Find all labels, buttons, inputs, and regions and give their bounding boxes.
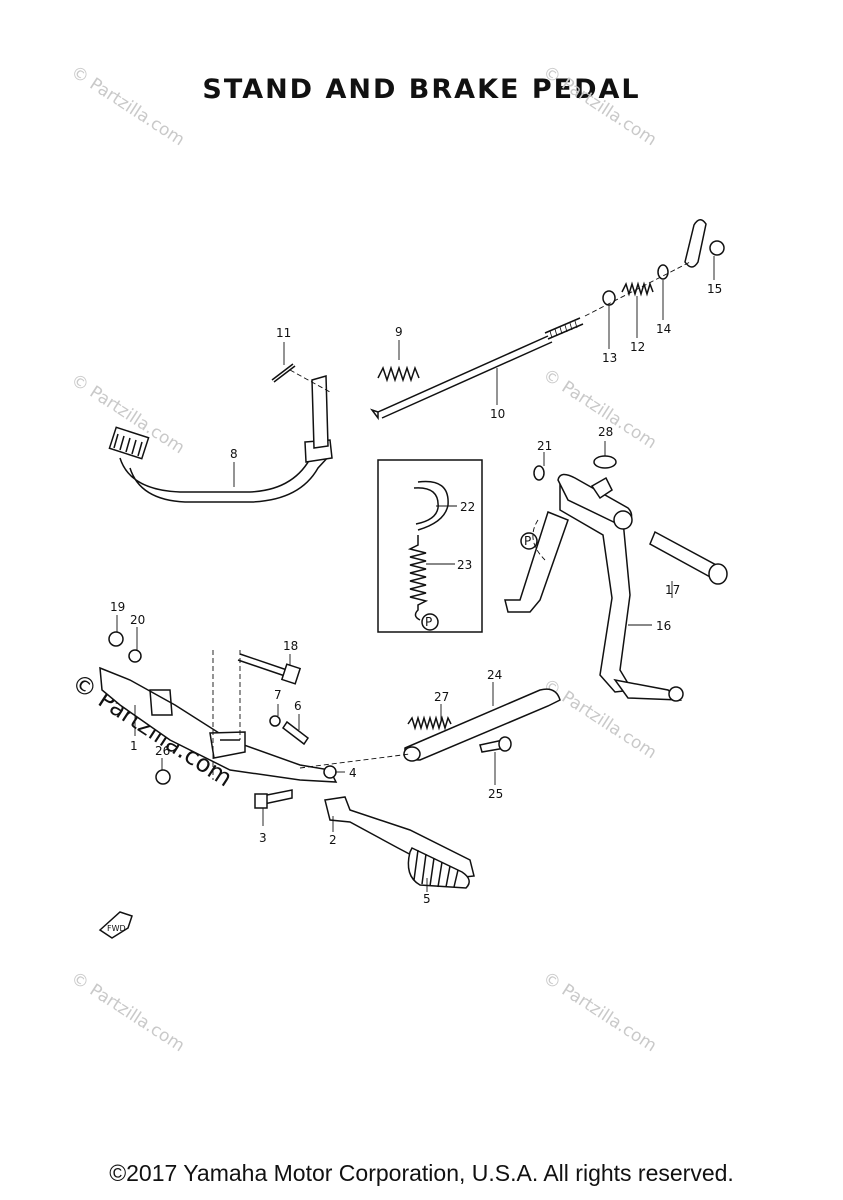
circlip	[533, 465, 545, 481]
callout-14: 14	[656, 322, 671, 336]
copyright-footer: ©2017 Yamaha Motor Corporation, U.S.A. A…	[109, 1160, 734, 1186]
cotter-pin	[271, 363, 296, 383]
callout-7: 7	[274, 688, 282, 702]
rod-thread	[544, 317, 584, 340]
stand-leg	[504, 511, 569, 613]
hook-spring	[413, 480, 449, 531]
stand-foot-end	[668, 686, 684, 702]
callout-11: 11	[276, 326, 291, 340]
callout-6: 6	[294, 699, 302, 713]
grease-symbol	[421, 613, 439, 631]
pivot-shaft	[649, 530, 719, 580]
footrest-arm	[324, 796, 475, 879]
callout-22: 22	[460, 500, 475, 514]
arm-nut	[709, 240, 725, 256]
callout-13: 13	[602, 351, 617, 365]
callout-2: 2	[329, 833, 337, 847]
coil-spring	[407, 535, 429, 621]
side-stand-pivot	[403, 746, 421, 762]
nut	[602, 290, 616, 306]
callout-17: 17	[665, 583, 680, 597]
callout-3: 3	[259, 831, 267, 845]
pivot-bolt-head	[498, 736, 512, 752]
callout-28: 28	[598, 425, 613, 439]
callout-21: 21	[537, 439, 552, 453]
bolt-head	[254, 793, 268, 809]
fwd-arrow-icon	[98, 911, 133, 939]
alignment-line	[532, 519, 546, 561]
callout-26: 26	[155, 744, 170, 758]
callout-10: 10	[490, 407, 505, 421]
long-bolt-head	[280, 663, 302, 685]
nut	[155, 769, 171, 785]
callout-27: 27	[434, 690, 449, 704]
callout-15: 15	[707, 282, 722, 296]
alignment-line	[299, 753, 411, 769]
callout-8: 8	[230, 447, 238, 461]
callout-16: 16	[656, 619, 671, 633]
callout-25: 25	[488, 787, 503, 801]
stand-bracket	[590, 476, 613, 500]
leader-lines	[116, 256, 715, 892]
washer	[657, 264, 669, 280]
rubber-ribs	[413, 849, 459, 888]
brake-arm	[684, 219, 707, 268]
page-title: STAND AND BRAKE PEDAL	[202, 74, 641, 105]
nut	[323, 765, 337, 779]
callout-18: 18	[283, 639, 298, 653]
plug	[593, 455, 617, 469]
side-stand-spring	[407, 715, 452, 731]
callout-23: 23	[457, 558, 472, 572]
brake-pedal	[119, 444, 331, 503]
rod-thread-lines	[549, 320, 578, 339]
bracket-plate-detail	[149, 689, 240, 741]
alignment-line	[212, 650, 241, 780]
shaft-head	[708, 563, 728, 585]
alignment-line	[584, 261, 691, 317]
callout-9: 9	[395, 325, 403, 339]
inset-box	[377, 459, 483, 633]
footrest-rubber	[407, 847, 470, 889]
grease-symbol-label: P	[425, 615, 432, 629]
return-spring	[377, 365, 420, 383]
washer	[269, 715, 281, 727]
callout-19: 19	[110, 600, 125, 614]
brake-rod	[369, 335, 553, 421]
pedal-lever	[311, 375, 329, 449]
callout-5: 5	[423, 892, 431, 906]
callout-1: 1	[130, 739, 138, 753]
center-stand	[559, 483, 634, 693]
callout-12: 12	[630, 340, 645, 354]
long-bolt	[237, 653, 288, 677]
stand-tube-end	[613, 510, 633, 530]
nut	[108, 631, 124, 647]
callout-20: 20	[130, 613, 145, 627]
bolt	[281, 720, 310, 746]
small-spring	[621, 281, 654, 297]
grease-symbol-label: P	[524, 534, 531, 548]
callout-24: 24	[487, 668, 502, 682]
washer	[128, 649, 142, 663]
footrest-bracket	[99, 666, 338, 783]
fwd-label: FWD	[107, 924, 126, 933]
pedal-pad-ribs	[113, 433, 143, 457]
callout-4: 4	[349, 766, 357, 780]
